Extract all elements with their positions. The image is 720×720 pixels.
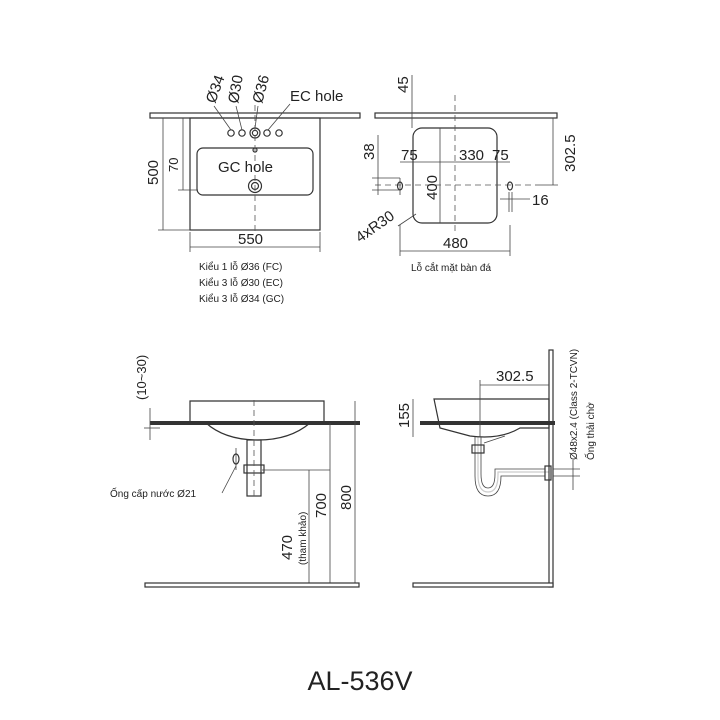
leader-ec — [267, 103, 291, 131]
label-d30: Ø30 — [225, 74, 247, 105]
side-view: 302.5 155 Ø48x2.4 (Class 2-TCVN) Ống thả… — [396, 349, 597, 588]
front-counter — [150, 421, 360, 425]
radius-leader — [397, 213, 417, 227]
dim-470-note: (tham khảo) — [298, 512, 309, 565]
dim-75a-text: 75 — [401, 147, 418, 164]
note-gc: Kiểu 3 lỗ Ø34 (GC) — [199, 292, 284, 305]
dim-16-text: 16 — [532, 192, 549, 209]
dim-3025-text: 302.5 — [562, 134, 579, 172]
side-drain-spec: Ø48x2.4 (Class 2-TCVN) — [569, 349, 580, 460]
tap-hole-ec-right — [263, 129, 271, 137]
front-drain-body — [246, 439, 262, 497]
leader-34 — [213, 105, 232, 131]
supply-leader — [221, 465, 237, 494]
right-bolt — [506, 181, 514, 191]
dim-75b-text: 75 — [492, 147, 509, 164]
note-fc: Kiểu 1 lỗ Ø36 (FC) — [199, 260, 282, 273]
leader-36 — [254, 105, 259, 129]
front-basin — [189, 400, 325, 424]
dim-70-text: 70 — [166, 158, 181, 172]
supply-label: Ống cấp nước Ø21 — [110, 486, 197, 500]
dim-330-text: 330 — [459, 147, 484, 164]
cutout-caption: Lỗ cắt mặt bàn đá — [411, 261, 491, 274]
tap-hole-gc — [227, 129, 235, 137]
supply-valve — [232, 453, 240, 465]
label-d36: Ø36 — [249, 73, 273, 105]
side-drain-label: Ống thải chờ — [583, 402, 597, 460]
dim-550-text: 550 — [238, 231, 263, 248]
dim-480-text: 480 — [443, 235, 468, 252]
dim-38-text: 38 — [361, 143, 378, 160]
tap-hole-ec-left — [238, 129, 246, 137]
tap-hole-center-inner — [251, 129, 259, 137]
label-ec-hole: EC hole — [290, 88, 343, 105]
top-view: Ø34 Ø30 Ø36 EC hole GC hole 550 500 70 K… — [145, 73, 361, 305]
side-trap-outline — [474, 437, 545, 497]
side-trap — [477, 437, 549, 493]
dim-500-text: 500 — [145, 160, 162, 185]
front-floor — [144, 582, 360, 588]
front-basin-underside — [205, 422, 311, 441]
label-gc-hole: GC hole — [218, 159, 273, 176]
dim-470-text: 470 — [279, 535, 296, 560]
range-dim-text: (10~30) — [134, 355, 149, 400]
dim-700-text: 700 — [313, 493, 330, 518]
side-wall-flange — [544, 465, 552, 481]
leader-30 — [235, 105, 243, 131]
side-dim-155-text: 155 — [396, 403, 413, 428]
dim-800-text: 800 — [338, 485, 355, 510]
note-ec: Kiểu 3 lỗ Ø30 (EC) — [199, 276, 283, 289]
side-floor — [412, 582, 554, 588]
side-basin — [433, 398, 550, 438]
dim-400-text: 400 — [424, 175, 441, 200]
side-dim-3025-text: 302.5 — [496, 368, 534, 385]
cutout-view: 45 302.5 38 75 330 75 400 16 4xR30 480 L… — [353, 75, 579, 274]
side-supply-hose — [483, 435, 506, 444]
cutout-counter-slab — [374, 112, 558, 119]
side-counter — [420, 421, 555, 425]
side-trap-nut — [471, 444, 485, 454]
model-name: AL-536V — [307, 666, 412, 696]
tap-hole-right — [275, 129, 283, 137]
dim-45-text: 45 — [395, 76, 412, 93]
front-view: (10~30) Ống cấp nước Ø21 470 (tham khảo)… — [110, 355, 360, 588]
dim-radius-text: 4xR30 — [353, 207, 398, 246]
